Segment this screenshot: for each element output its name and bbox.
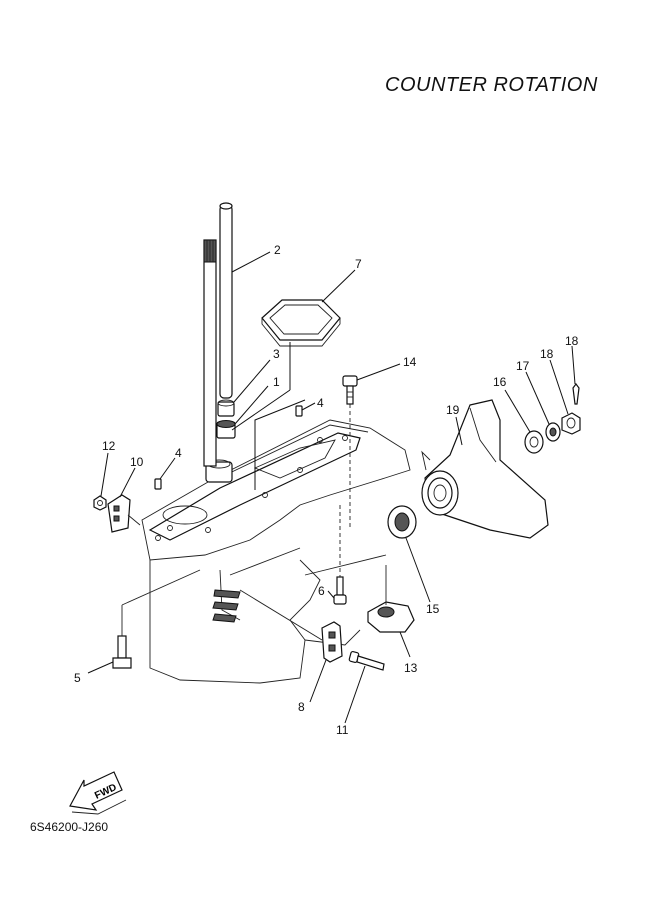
- callout-8: 8: [298, 700, 305, 714]
- callout-9: 10: [130, 455, 144, 469]
- callout-16: 17: [516, 359, 530, 373]
- part-13-bolt: [342, 375, 358, 530]
- callout-18: 18: [565, 334, 579, 348]
- callout-6: 6: [318, 584, 325, 598]
- callout-5: 5: [74, 671, 81, 685]
- drawing-code: 6S46200-J260: [30, 820, 109, 834]
- part-16-washer: [545, 422, 561, 442]
- callout-10: 11: [336, 723, 349, 737]
- callout-4b: 4: [175, 446, 182, 460]
- lower-case-housing: [141, 419, 411, 684]
- callout-12: 13: [404, 661, 418, 675]
- callout-11: 12: [102, 439, 116, 453]
- callout-4a: 4: [317, 396, 324, 410]
- part-17-nut: [561, 412, 581, 435]
- part-15-spacer: [524, 430, 544, 454]
- callout-13: 14: [403, 355, 417, 369]
- diagram-title: COUNTER ROTATION: [385, 74, 598, 96]
- callout-3: 3: [273, 347, 280, 361]
- part-2-drive-shaft: [219, 202, 233, 399]
- callout-17: 18: [540, 347, 554, 361]
- part-9-trim-tab: [107, 494, 141, 533]
- callout-14: 15: [426, 602, 440, 616]
- part-18-cotter-pin: [572, 383, 580, 405]
- callout-numbers: 2 7 3 1 4 4 10 12 14 5 6 8 11 13 15 19 1…: [74, 243, 579, 737]
- part-7-gasket: [261, 299, 341, 347]
- part-5-bolt: [112, 569, 201, 669]
- callout-19: 19: [446, 403, 460, 417]
- part-6-bolt: [333, 505, 347, 605]
- part-12-anode: [304, 554, 415, 633]
- leader-lines: [87, 251, 576, 724]
- part-1-seal: [216, 420, 236, 439]
- part-4-dowel-pin: [295, 405, 303, 417]
- part-14-thrust-washer: [387, 505, 417, 539]
- part-3-bushing: [217, 399, 235, 417]
- part-8-cover: [239, 589, 343, 663]
- part-11-nut: [93, 495, 107, 511]
- callout-2: 2: [274, 243, 281, 257]
- callout-1: 1: [273, 375, 280, 389]
- part-10-screw: [348, 650, 385, 671]
- fwd-arrow-icon: FWD: [69, 771, 127, 815]
- part-4-dowel-pin-2: [154, 478, 162, 490]
- splined-shaft: [203, 239, 217, 467]
- callout-15: 16: [493, 375, 507, 389]
- callout-7: 7: [355, 257, 362, 271]
- part-19-propeller: [421, 399, 549, 539]
